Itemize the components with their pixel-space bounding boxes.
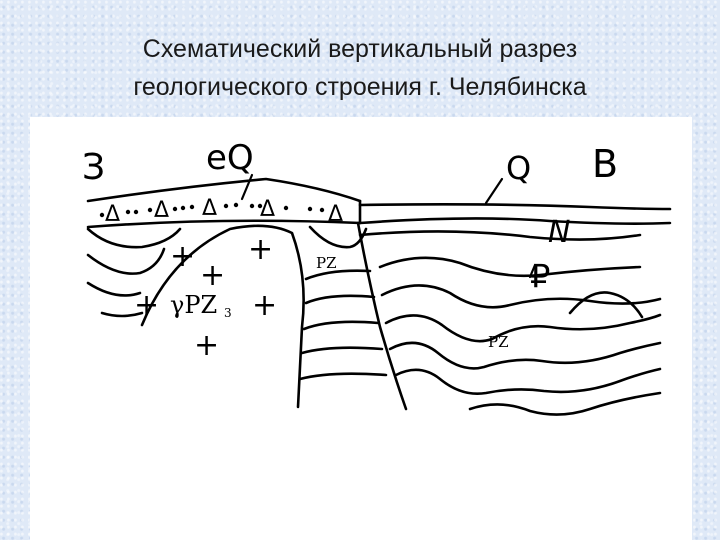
delta-symbol: Δ [202, 196, 217, 221]
leader-line-q [484, 177, 504, 205]
mid-layer-5 [298, 372, 388, 381]
eq-triangles: Δ Δ Δ Δ Δ [105, 196, 343, 227]
delta-symbol: Δ [328, 202, 343, 227]
label-q: Q [506, 149, 531, 187]
fold-east-5 [394, 367, 662, 395]
label-eq: eQ [206, 138, 254, 178]
title-line-1: Схематический вертикальный разрез [142, 35, 578, 63]
cross-section-diagram: З В eQ Q N ₽ Δ Δ Δ Δ Δ [82, 138, 672, 416]
q-layer-top [358, 203, 672, 211]
granite-pattern: + + + + + + [134, 232, 277, 363]
n-layer-base [358, 230, 642, 241]
plus-symbol: + [200, 258, 225, 293]
mid-layer-4 [300, 346, 384, 355]
mid-layer-3 [302, 320, 380, 331]
delta-symbol: Δ [260, 197, 275, 222]
cross-section-panel: З В eQ Q N ₽ Δ Δ Δ Δ Δ [30, 117, 692, 540]
label-pz-lower: PZ [488, 333, 509, 351]
fold-west-1 [86, 227, 182, 249]
q-layer-base [358, 217, 672, 225]
fault-line [356, 221, 408, 411]
intrusion-contact [140, 224, 305, 409]
eq-dots [99, 202, 325, 218]
fold-east-4 [388, 341, 662, 370]
fold-west-2 [86, 247, 166, 275]
plus-symbol: + [170, 239, 195, 274]
leader-line-eq [240, 173, 254, 201]
fold-east-crest [568, 291, 644, 319]
label-n: N [548, 215, 570, 250]
delta-symbol: Δ [154, 198, 169, 223]
mid-layer-1 [304, 269, 372, 281]
mid-layer-2 [304, 294, 376, 305]
plus-symbol: + [252, 288, 277, 323]
syncline-upper [308, 225, 368, 249]
label-west: З [82, 147, 105, 188]
title-line-2: геологического строения г. Челябинска [133, 73, 587, 101]
label-east: В [592, 142, 618, 186]
fold-west-4 [100, 311, 144, 318]
plus-symbol: + [194, 328, 219, 363]
slide-title: Схематический вертикальный разрез геолог… [0, 30, 720, 106]
surface-eq-top [86, 177, 362, 203]
plus-symbol: + [248, 232, 273, 267]
fold-east-1 [378, 256, 642, 278]
fold-east-3 [384, 313, 662, 343]
label-intrusion: γPZ [170, 291, 217, 319]
delta-symbol: Δ [105, 202, 120, 227]
fold-east-2 [380, 284, 662, 309]
fold-east-6 [468, 391, 662, 416]
fold-west-3 [86, 281, 142, 297]
label-intrusion-subscript: 3 [224, 306, 232, 320]
label-pz-upper: PZ [316, 254, 337, 272]
surface-eq-base [86, 219, 362, 229]
